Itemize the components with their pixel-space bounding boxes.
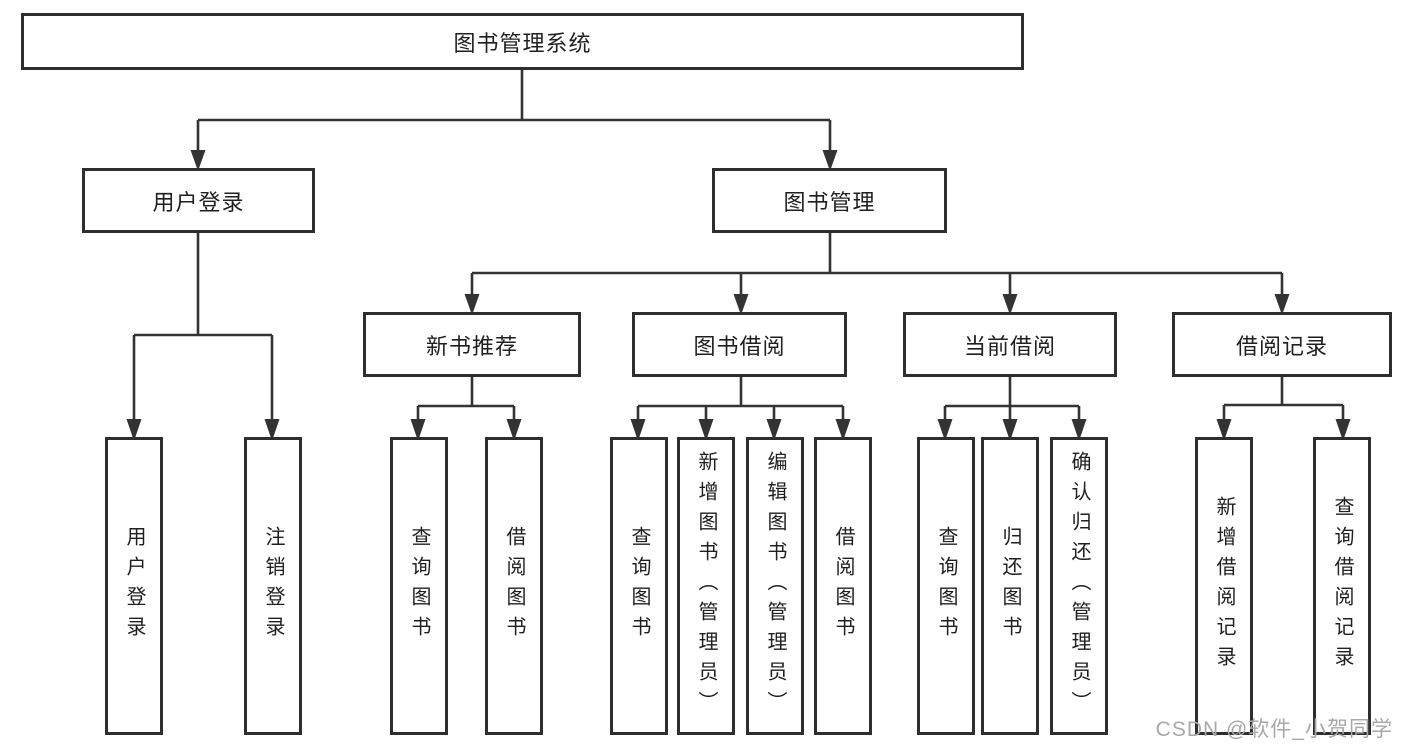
leaf-label: 新增图书（管理员）: [695, 451, 717, 721]
leaf-label: 归还图书: [999, 526, 1021, 646]
leaf-newbook-borrow-books: 借阅图书: [485, 437, 543, 735]
leaf-label: 新增借阅记录: [1213, 496, 1235, 676]
leaf-label: 用户登录: [123, 526, 145, 646]
leaf-label: 查询图书: [935, 526, 957, 646]
leaf-label: 确认归还（管理员）: [1068, 451, 1090, 721]
node-current-borrow: 当前借阅: [903, 312, 1117, 377]
leaf-label: 编辑图书（管理员）: [764, 451, 786, 721]
leaf-current-query-books: 查询图书: [917, 437, 975, 735]
node-borrow-records: 借阅记录: [1172, 312, 1392, 377]
leaf-logout: 注销登录: [244, 437, 302, 735]
leaf-borrow-edit-books-admin: 编辑图书（管理员）: [746, 437, 804, 735]
leaf-user-login: 用户登录: [105, 437, 163, 735]
leaf-records-query-record: 查询借阅记录: [1313, 437, 1371, 735]
leaf-label: 注销登录: [262, 526, 284, 646]
node-book-borrow: 图书借阅: [632, 312, 847, 377]
leaf-records-add-record: 新增借阅记录: [1195, 437, 1253, 735]
tree-edge-lines: [132, 70, 1345, 421]
node-new-book-recommend: 新书推荐: [363, 312, 581, 377]
leaf-label: 借阅图书: [503, 526, 525, 646]
leaf-label: 查询图书: [408, 526, 430, 646]
node-book-management: 图书管理: [712, 168, 947, 233]
leaf-label: 查询图书: [628, 526, 650, 646]
leaf-current-return-books: 归还图书: [981, 437, 1039, 735]
leaf-current-confirm-return-admin: 确认归还（管理员）: [1050, 437, 1108, 735]
leaf-label: 查询借阅记录: [1331, 496, 1353, 676]
node-user-login: 用户登录: [82, 168, 315, 233]
leaf-borrow-query-books: 查询图书: [610, 437, 668, 735]
leaf-borrow-borrow-books: 借阅图书: [814, 437, 872, 735]
leaf-borrow-add-books-admin: 新增图书（管理员）: [677, 437, 735, 735]
leaf-label: 借阅图书: [832, 526, 854, 646]
node-root: 图书管理系统: [21, 13, 1024, 70]
arrowhead-icons: [126, 150, 1351, 441]
leaf-newbook-query-books: 查询图书: [390, 437, 448, 735]
watermark: CSDN @软件_小贺同学: [1155, 718, 1393, 741]
